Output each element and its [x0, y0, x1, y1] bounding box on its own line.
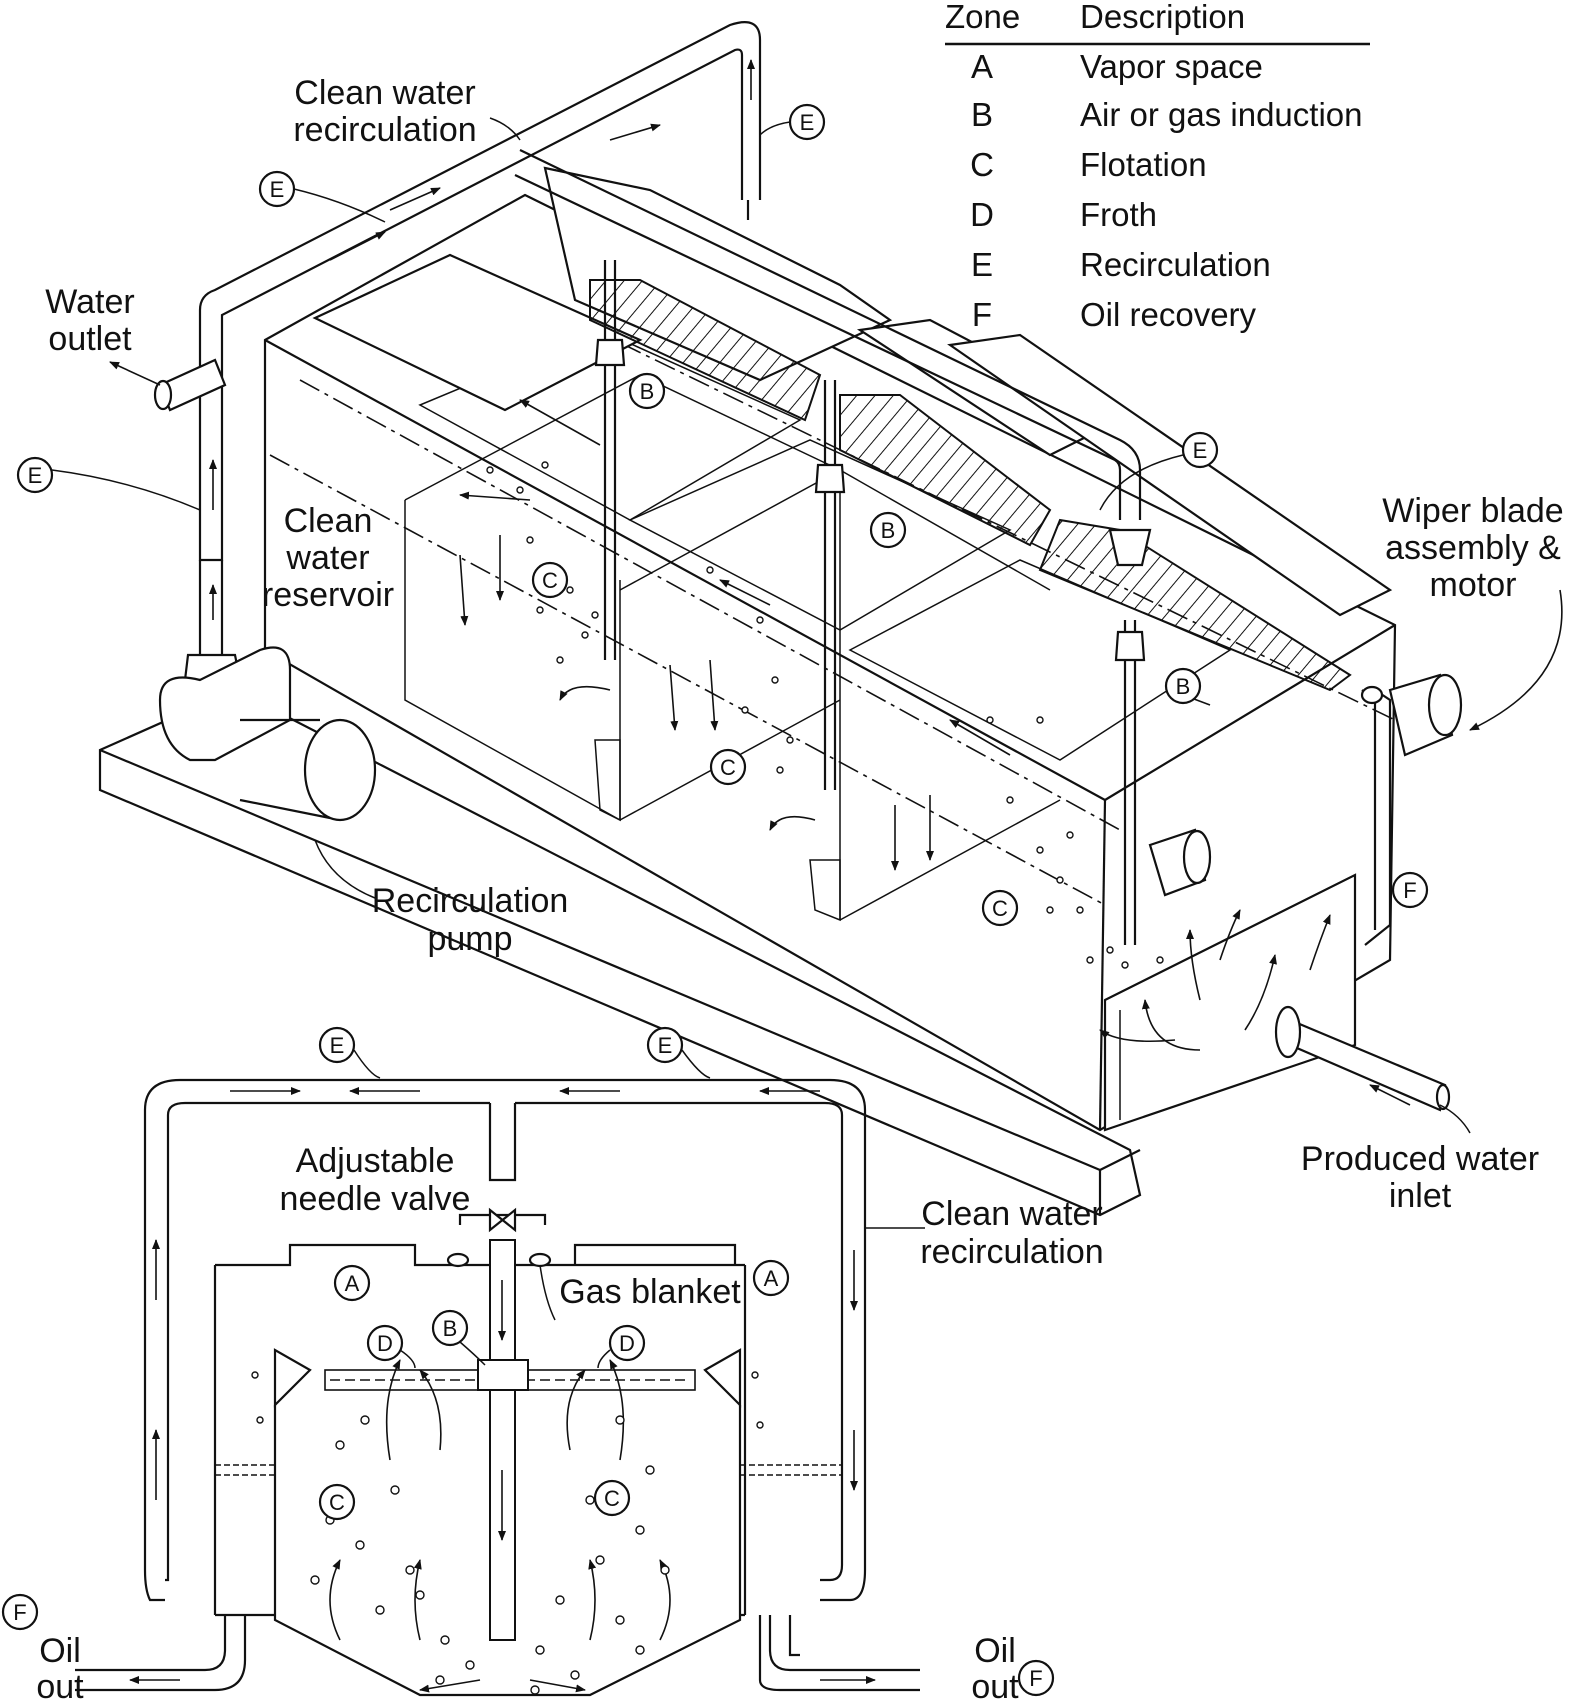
legend-desc-a: Vapor space [1080, 48, 1263, 85]
recirculation-pipe-top [198, 21, 762, 325]
recirculation-pump-motor [303, 718, 377, 822]
zone-marker-c: C [329, 1490, 345, 1515]
label-clean-water-reservoir-1: Clean [284, 502, 373, 540]
induction-pipe-3 [1123, 620, 1137, 945]
oil-out-pipe-right [768, 1615, 920, 1672]
zone-marker-b: B [881, 518, 896, 543]
recirculation-pump-body [158, 646, 292, 762]
oil-out-pipe-left [75, 1615, 247, 1692]
produced-water-inlet-pipe [1288, 1018, 1447, 1112]
cross-section-unit: E E A A B D D C C F F Adjustable needle … [1, 1026, 1104, 1700]
label-wiper-blade-1: Wiper blade [1382, 492, 1563, 530]
label-clean-water-recirculation-bottom-1: Clean water [921, 1195, 1102, 1233]
legend-zone-f: F [972, 296, 992, 333]
skimmer-hatch-2 [839, 394, 1052, 547]
legend-desc-c: Flotation [1080, 146, 1207, 183]
zone-marker-e: E [1193, 438, 1208, 463]
legend-desc-f: Oil recovery [1080, 296, 1257, 333]
legend-zone-b: B [971, 96, 993, 133]
label-oil-out-right-1: Oil [974, 1632, 1016, 1670]
legend-zone-a: A [971, 48, 993, 85]
zone-marker-b: B [640, 379, 655, 404]
zone-marker-e: E [800, 110, 815, 135]
legend-zone-c: C [970, 146, 994, 183]
label-recirculation-pump-2: pump [427, 920, 512, 958]
zone-legend-table: Zone Description A Vapor space B Air or … [945, 0, 1370, 333]
zone-marker-e: E [28, 463, 43, 488]
skimmer-hatch-1 [589, 279, 822, 422]
legend-desc-d: Froth [1080, 196, 1157, 233]
label-water-outlet-2: outlet [48, 320, 132, 358]
label-oil-out-left-1: Oil [39, 1632, 81, 1670]
label-clean-water-reservoir-3: reservoir [262, 576, 394, 614]
label-wiper-blade-2: assembly & [1385, 529, 1561, 567]
zone-markers-iso: E E E E B B B C C C F [16, 103, 1429, 927]
label-gas-blanket: Gas blanket [559, 1273, 741, 1311]
zone-marker-c: C [542, 568, 558, 593]
label-produced-water-inlet-2: inlet [1389, 1177, 1452, 1215]
legend-header-zone: Zone [945, 0, 1020, 35]
legend-desc-b: Air or gas induction [1080, 96, 1362, 133]
label-wiper-blade-3: motor [1430, 566, 1517, 604]
label-adjustable-needle-valve-1: Adjustable [296, 1142, 455, 1180]
zone-marker-f: F [1403, 878, 1416, 903]
zone-marker-c: C [720, 755, 736, 780]
label-clean-water-recirculation-bottom-2: recirculation [920, 1233, 1103, 1271]
bubbles-iso [486, 461, 1164, 969]
zone-marker-e: E [658, 1033, 673, 1058]
zone-marker-e: E [270, 177, 285, 202]
label-oil-out-left-2: out [36, 1668, 84, 1700]
legend-header-description: Description [1080, 0, 1245, 35]
zone-marker-e: E [330, 1033, 345, 1058]
zone-marker-b: B [1176, 674, 1191, 699]
zone-marker-d: D [377, 1331, 393, 1356]
isometric-flotation-unit: E E E E B B B C C C F Clean water recirc… [16, 21, 1564, 1217]
tank-outer-walls [213, 1265, 747, 1615]
legend-zone-e: E [971, 246, 993, 283]
label-adjustable-needle-valve-2: needle valve [280, 1180, 471, 1218]
zone-marker-f: F [13, 1600, 26, 1625]
needle-valve-icon [488, 1207, 517, 1233]
zone-marker-a: A [345, 1271, 360, 1296]
legend-zone-d: D [970, 196, 994, 233]
zone-marker-b: B [443, 1316, 458, 1341]
recirculation-loop-outer [143, 1078, 867, 1602]
label-recirculation-pump-1: Recirculation [372, 882, 569, 920]
label-clean-water-recirculation-top-2: recirculation [293, 111, 476, 149]
label-clean-water-reservoir-2: water [285, 539, 369, 577]
zone-markers-section: E E A A B D D C C F F [1, 1026, 1055, 1697]
zone-marker-f: F [1029, 1666, 1042, 1691]
induction-pipe-1 [603, 260, 617, 660]
zone-marker-c: C [604, 1486, 620, 1511]
induction-pipe-2 [823, 380, 837, 790]
legend-desc-e: Recirculation [1080, 246, 1271, 283]
bubbles-section [251, 1371, 764, 1695]
label-produced-water-inlet-1: Produced water [1301, 1140, 1539, 1178]
zone-marker-c: C [992, 896, 1008, 921]
label-oil-out-right-2: out [971, 1668, 1019, 1700]
label-clean-water-recirculation-top-1: Clean water [294, 74, 475, 112]
zone-marker-a: A [764, 1266, 779, 1291]
label-water-outlet-1: Water [45, 283, 134, 321]
zone-marker-d: D [619, 1331, 635, 1356]
